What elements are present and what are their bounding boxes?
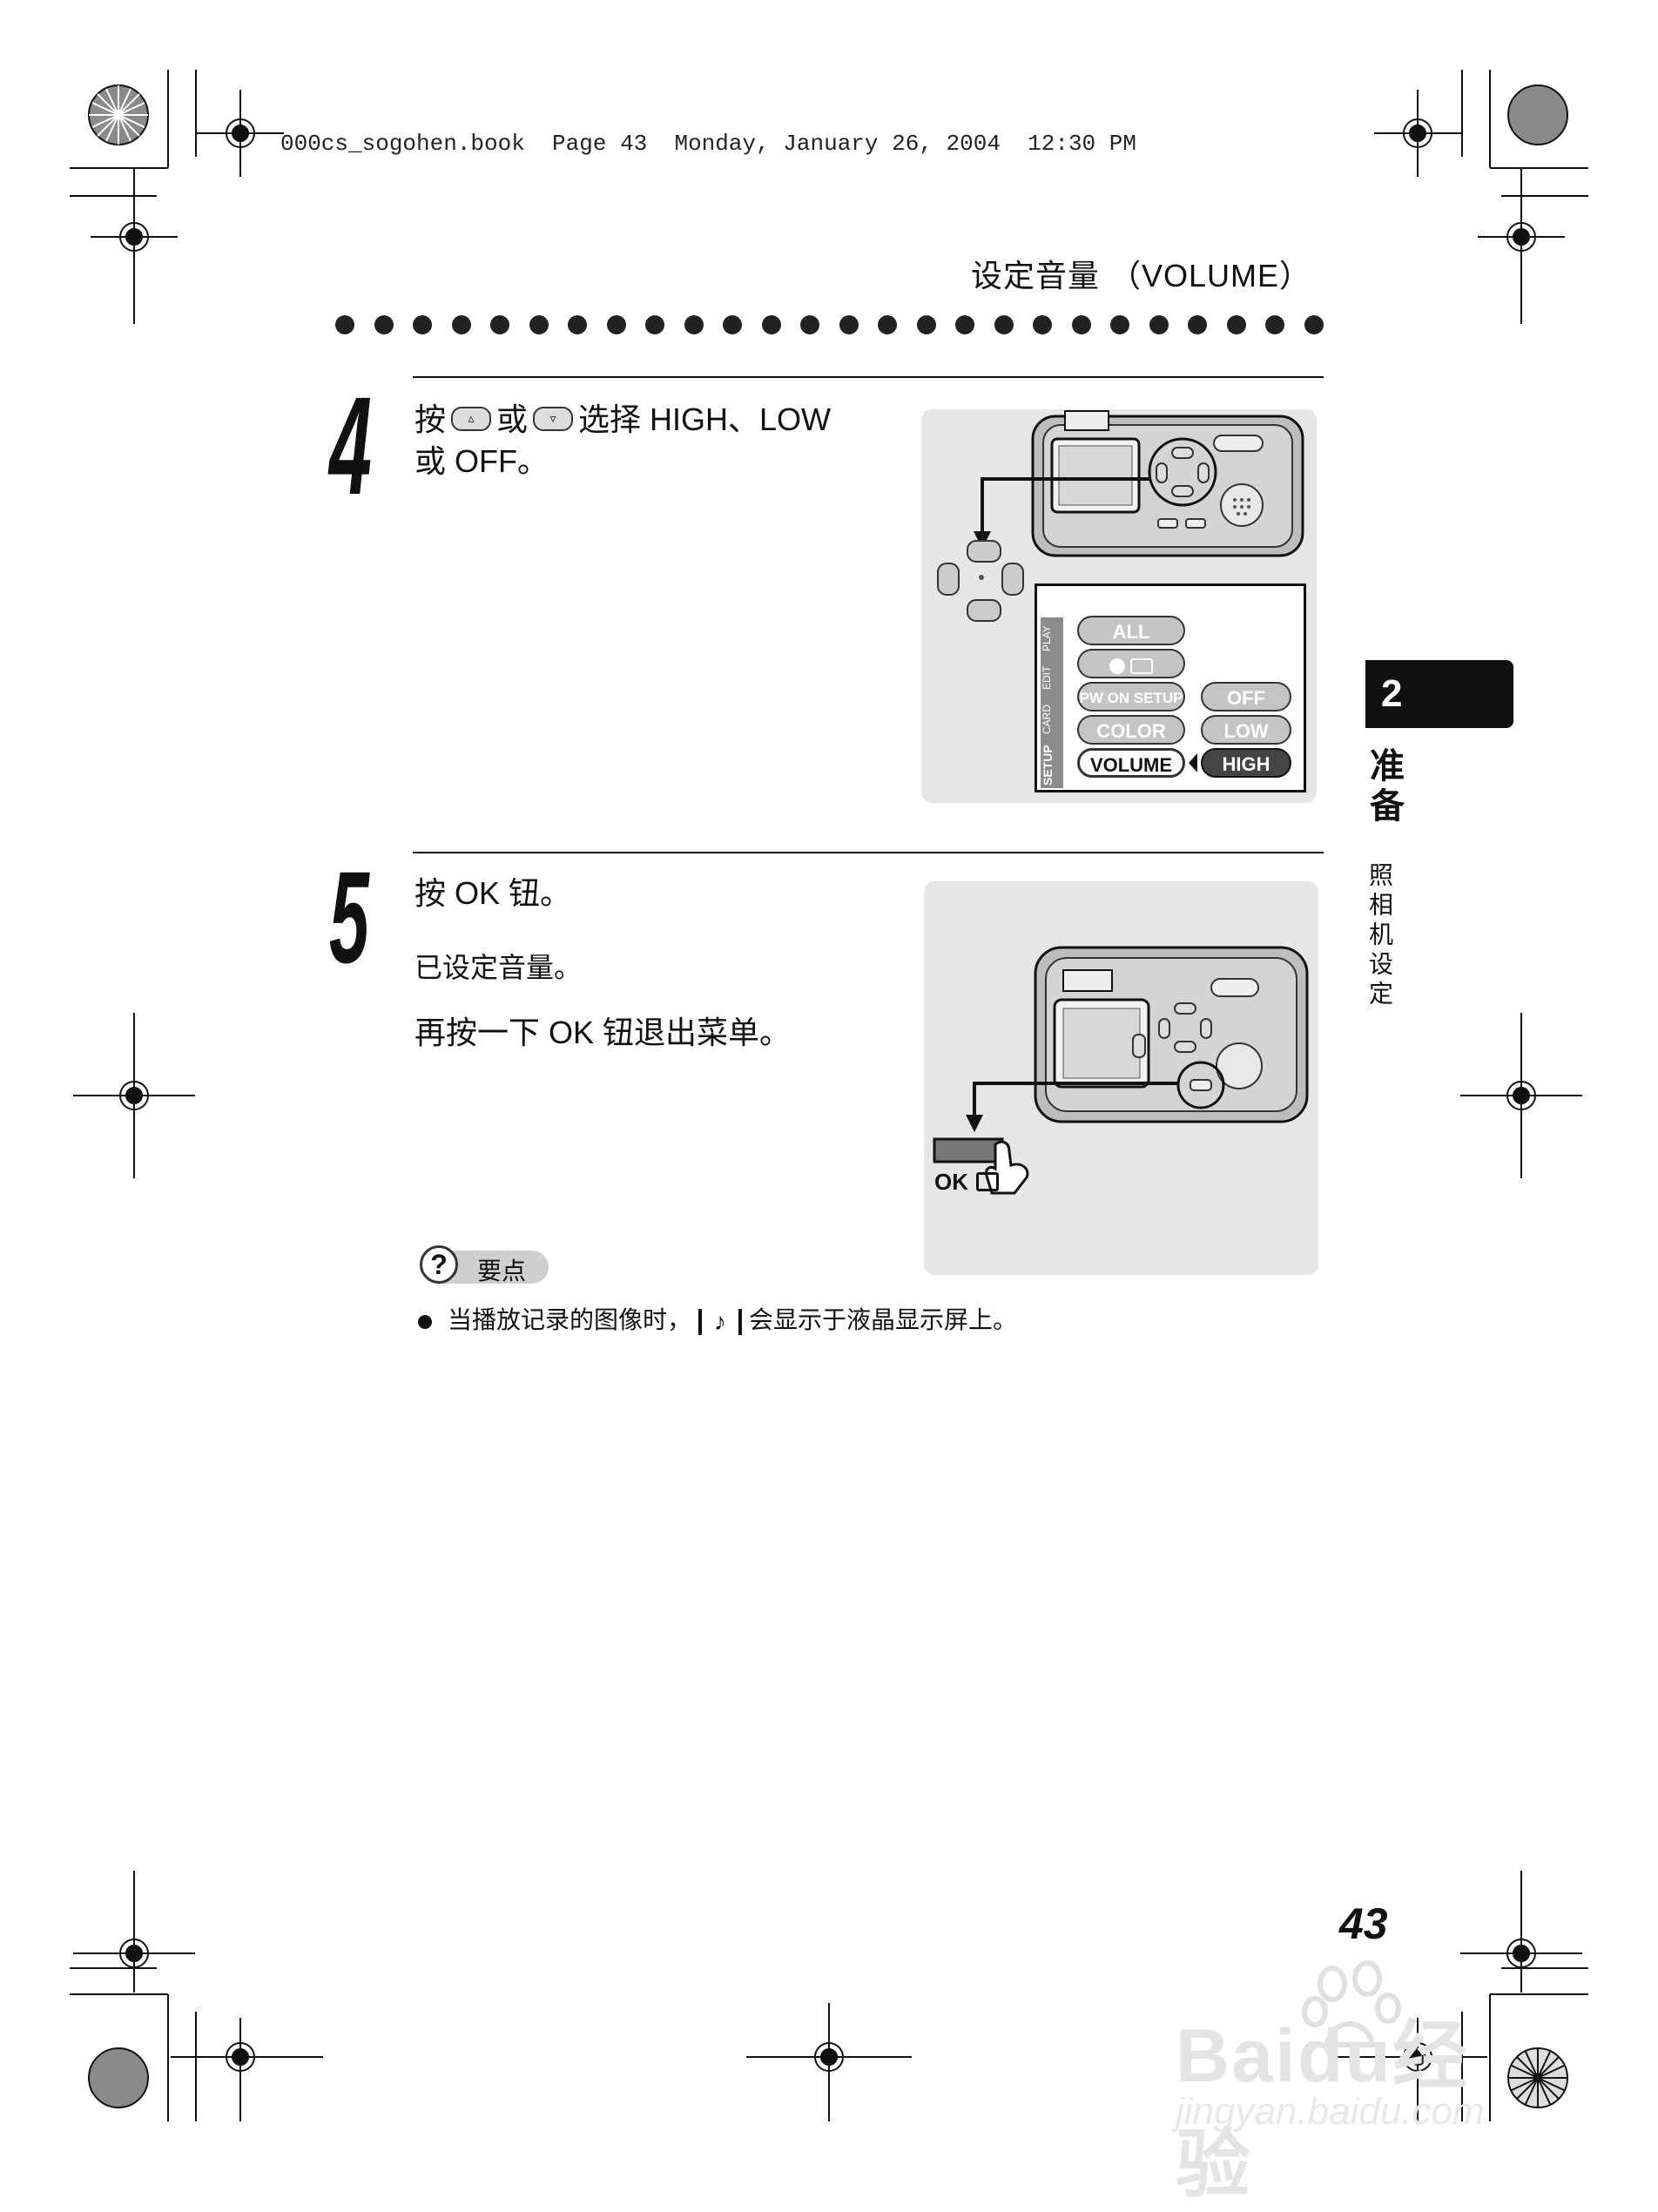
rule-dot <box>994 315 1014 334</box>
step-5-number: 5 <box>329 844 369 990</box>
step-5-main-text: 按 OK 钮。 <box>414 875 572 911</box>
rule-dot <box>1227 315 1246 334</box>
menu-item-pw-on-setup: PW ON SETUP <box>1077 682 1185 711</box>
menu-item-color: COLOR <box>1077 715 1185 745</box>
rule-dot <box>839 315 859 334</box>
rule-dot <box>335 315 354 334</box>
chapter-title: 准备 <box>1365 747 1403 827</box>
option-high-selected: HIGH <box>1201 748 1291 778</box>
step-4-rule <box>413 376 1324 378</box>
running-header: 设定音量 （VOLUME） <box>970 258 1311 293</box>
arrow-right-key <box>1001 563 1024 596</box>
arrow-left-key <box>937 563 960 596</box>
page-number: 43 <box>1339 1899 1388 1948</box>
step-5-rule <box>413 852 1324 853</box>
menu-tab-play: PLAY <box>1041 625 1053 651</box>
arrow-pad-center <box>979 575 984 580</box>
rule-dot <box>568 315 587 334</box>
lcd-menu-screen: SETUP CARD EDIT PLAY ALL RESET PW ON SET… <box>1035 583 1306 792</box>
selection-arrow-icon <box>1189 753 1197 772</box>
sound-icon: ♪ <box>698 1308 743 1335</box>
hint-bullet-text-a: 当播放记录的图像时， <box>448 1306 692 1333</box>
ok-button-label: OK <box>934 1169 968 1195</box>
step-4-number: 4 <box>329 368 372 523</box>
rule-dot <box>762 315 781 334</box>
rule-dot <box>1033 315 1052 334</box>
question-mark-icon: ? <box>420 1245 458 1284</box>
step-4-instruction: 按▵或▿选择 HIGH、LOW 或 OFF。 <box>414 399 902 482</box>
rule-dot <box>955 315 974 334</box>
down-button-icon: ▿ <box>533 407 574 432</box>
rule-dot <box>529 315 549 334</box>
watermark-brand: Baidu经验 <box>1176 2014 1469 2207</box>
dot-rule <box>335 315 1324 338</box>
up-button-icon: ▵ <box>451 407 492 432</box>
rule-dot <box>1304 315 1324 334</box>
hint-label: 要点 <box>477 1258 527 1285</box>
menu-tab-setup: SETUP <box>1041 745 1055 786</box>
rule-dot <box>684 315 704 334</box>
rule-dot <box>607 315 626 334</box>
step-4-text-select: 选择 HIGH、LOW <box>578 401 832 437</box>
menu-tab-card: CARD <box>1041 705 1053 735</box>
menu-item-language <box>1077 649 1185 678</box>
menu-item-all-reset: ALL RESET <box>1077 616 1185 672</box>
rule-dot <box>723 315 742 334</box>
option-low: LOW <box>1201 715 1291 745</box>
rule-dot <box>917 315 936 334</box>
bullet-icon <box>418 1314 432 1329</box>
book-info-line: 000cs_sogohen.book Page 43 Monday, Janua… <box>280 131 1136 157</box>
arrow-down-key <box>967 599 1001 622</box>
rule-dot <box>374 315 394 334</box>
option-off: OFF <box>1201 682 1291 711</box>
step-4-text-press: 按 <box>414 401 447 437</box>
menu-tab-strip <box>1041 617 1063 788</box>
camera-back-illustration <box>974 410 1304 557</box>
rule-dot <box>1188 315 1207 334</box>
step-4-line-2: 或 OFF。 <box>414 443 549 479</box>
rule-dot <box>878 315 897 334</box>
rule-dot <box>1110 315 1129 334</box>
arrow-up-key <box>967 540 1001 563</box>
menu-tab-edit: EDIT <box>1041 665 1053 690</box>
rule-dot <box>1149 315 1169 334</box>
rule-dot <box>1072 315 1091 334</box>
language-icon <box>1109 658 1125 675</box>
menu-icon <box>976 1172 999 1191</box>
hint-bullet-text-b: 会显示于液晶显示屏上。 <box>749 1306 1018 1333</box>
step-4-illustration: SETUP CARD EDIT PLAY ALL RESET PW ON SET… <box>921 409 1317 803</box>
camera-ok-illustration <box>933 946 1309 1195</box>
hint-bullet-line: 当播放记录的图像时，♪会显示于液晶显示屏上。 <box>418 1301 1017 1336</box>
watermark-url: jingyan.baidu.com <box>1176 2090 1485 2133</box>
rule-dot <box>645 315 664 334</box>
baidu-watermark: Baidu经验 jingyan.baidu.com <box>1167 1960 1533 2207</box>
step-4-text-or: 或 <box>496 401 529 437</box>
paw-logo-icon <box>1302 1960 1401 2047</box>
step-4-line-1: 按▵或▿选择 HIGH、LOW <box>414 399 902 441</box>
rule-dot <box>413 315 432 334</box>
step-5-result-text: 已设定音量。 <box>414 952 583 983</box>
chapter-subtitle: 照相机设定 <box>1366 862 1393 1010</box>
chapter-tab: 2 <box>1365 660 1513 728</box>
step-5-illustration: OK <box>924 881 1318 1275</box>
step-5-extra-text: 再按一下 OK 钮退出菜单。 <box>414 1015 792 1050</box>
rule-dot <box>490 315 509 334</box>
rule-dot <box>1265 315 1284 334</box>
rule-dot <box>452 315 471 334</box>
menu-list-icon <box>1130 658 1154 675</box>
rule-dot <box>800 315 819 334</box>
menu-item-volume: VOLUME <box>1077 748 1185 778</box>
